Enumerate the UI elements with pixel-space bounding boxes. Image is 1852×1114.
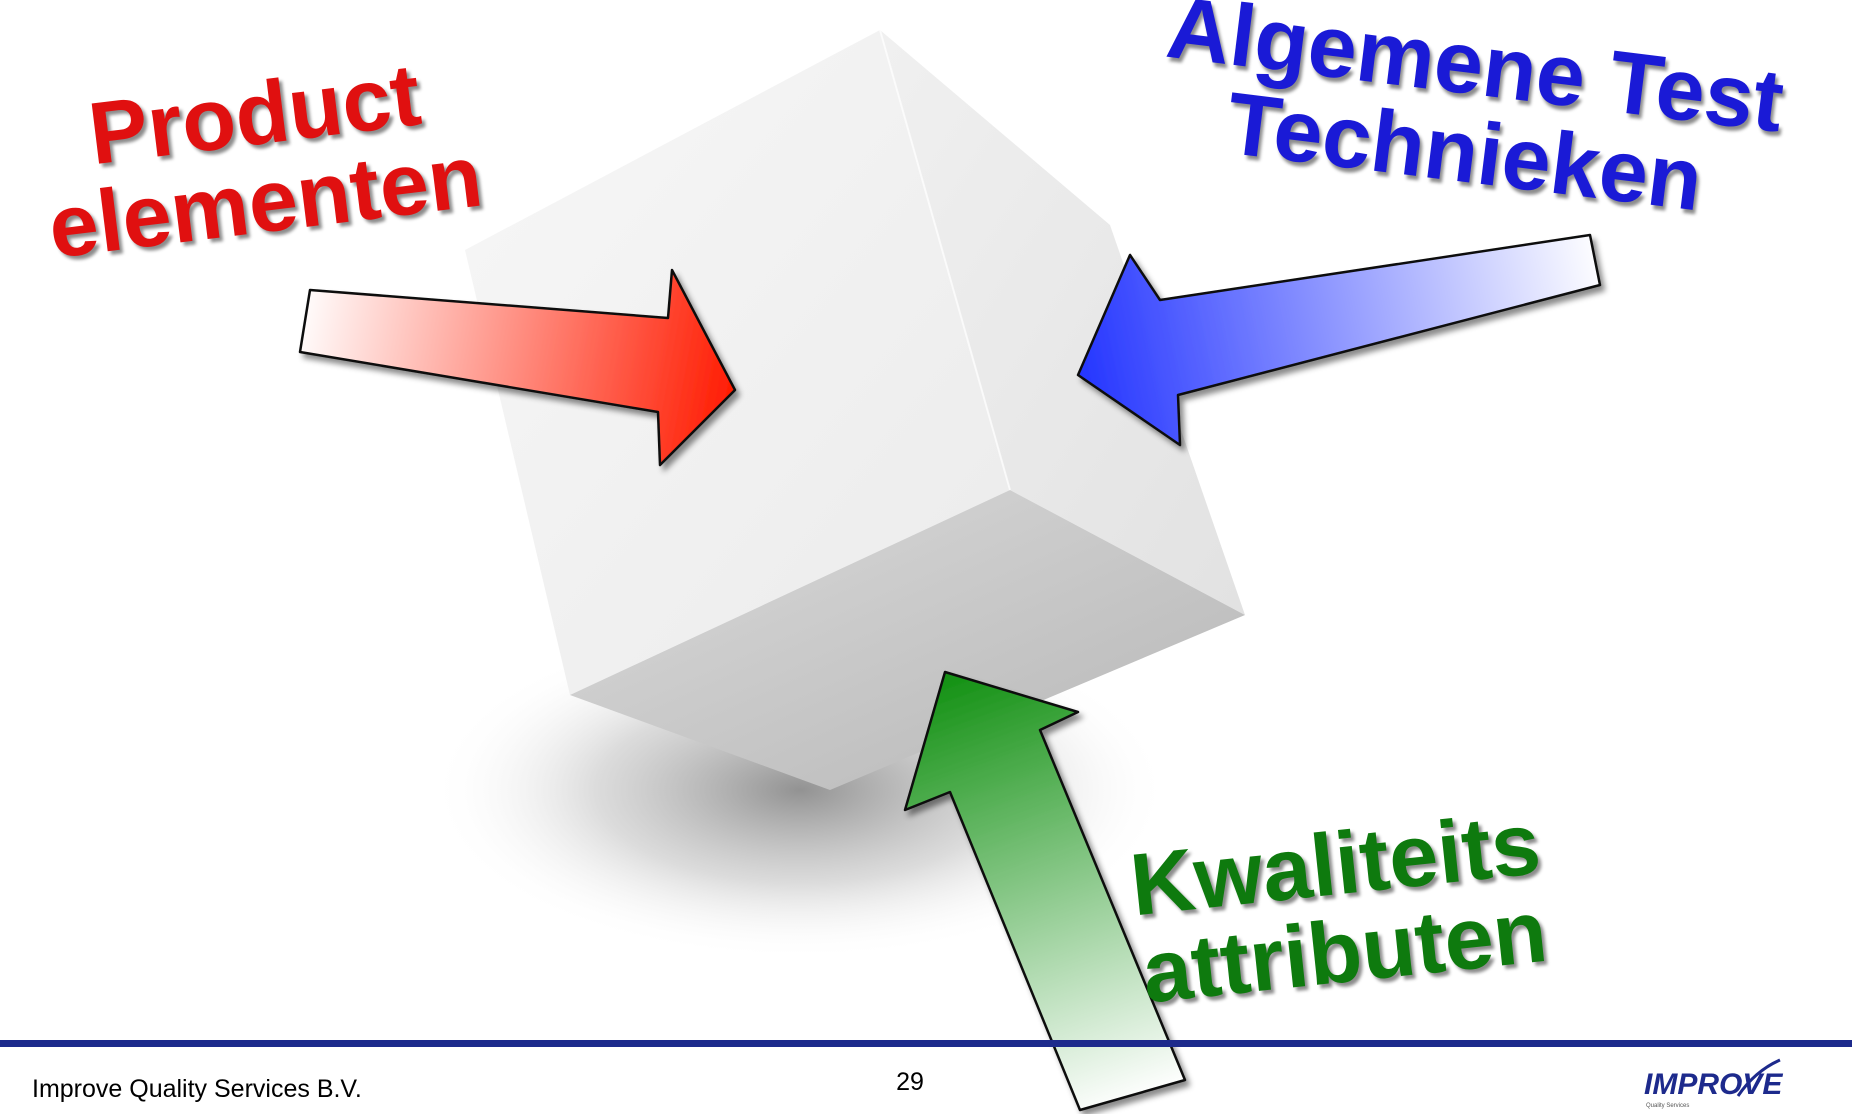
kwaliteit-arrow <box>903 670 1187 1112</box>
algemene-arrow <box>1076 233 1602 447</box>
logo-subtext: Quality Services <box>1646 1103 1689 1109</box>
product-arrow <box>298 268 737 467</box>
cube-face-right <box>880 30 1245 615</box>
footer-company: Improve Quality Services B.V. <box>32 1075 362 1103</box>
page-number: 29 <box>896 1068 924 1096</box>
logo-swoosh <box>1736 1058 1781 1097</box>
improve-logo: IMPROVE Quality Services <box>1644 1058 1783 1109</box>
cube-face-bottom <box>570 490 1245 790</box>
logo-wordmark: IMPROVE <box>1644 1068 1783 1101</box>
cube-face-left <box>465 30 1010 695</box>
cube-edge <box>879 29 1011 491</box>
footer-rule <box>0 1040 1852 1047</box>
